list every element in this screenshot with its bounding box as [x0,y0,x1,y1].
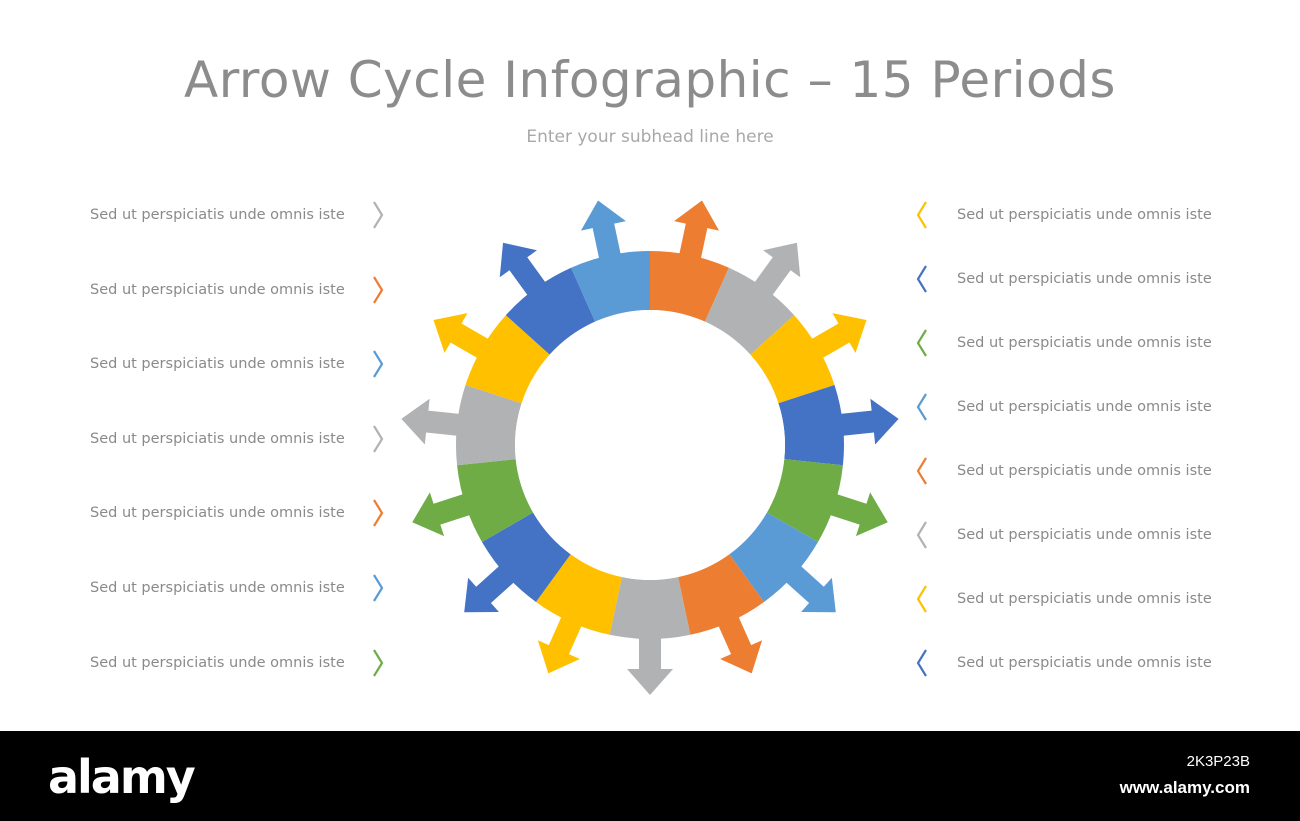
right-item-label: Sed ut perspiciatis unde omnis iste [957,271,1212,287]
ring-segment [465,315,550,404]
ring-segment [704,267,795,355]
ring-segment [457,459,534,542]
ring-segment [505,267,596,355]
right-item-label: Sed ut perspiciatis unde omnis iste [957,399,1212,415]
outward-arrow [751,242,801,300]
chevron-right-icon [371,275,385,305]
slide-title: Arrow Cycle Infographic – 15 Periods [184,51,1116,109]
left-item-label: Sed ut perspiciatis unde omnis iste [90,580,345,596]
ring-segment [678,554,765,635]
outward-arrow [807,313,867,361]
ring-segment [750,315,835,404]
image-code: 2K3P23B [1186,753,1250,770]
chevron-left-icon [915,392,929,422]
cycle-segment [499,242,596,355]
outward-arrow [835,398,899,445]
ring-segment [535,554,622,635]
outward-arrow [412,492,475,537]
left-item-label: Sed ut perspiciatis unde omnis iste [90,654,345,671]
cycle-segment [766,459,888,542]
outward-arrow [499,242,549,300]
outward-arrow [825,492,888,537]
chevron-left-icon [915,328,929,358]
cycle-segment [678,554,765,674]
cycle-segment [535,554,622,674]
left-item-label: Sed ut perspiciatis unde omnis iste [90,207,345,223]
outward-arrow [674,200,720,264]
slide-subhead: Enter your subhead line here [526,127,774,147]
ring-segment [481,512,571,602]
outward-arrow [716,612,763,674]
right-item-label: Sed ut perspiciatis unde omnis iste [957,207,1212,223]
cycle-center [515,310,785,580]
chevron-right-icon [371,200,385,230]
outward-arrow [464,562,518,613]
cycle-segment [729,512,836,613]
ring-segment [729,512,819,602]
cycle-segment [704,242,801,355]
chevron-left-icon [915,648,929,678]
watermark-bar: alamy 2K3P23B www.alamy.com [0,731,1300,821]
ring-segment [766,459,843,542]
right-item-label: Sed ut perspiciatis unde omnis iste [957,527,1212,543]
chevron-right-icon [371,498,385,528]
right-item-label: Sed ut perspiciatis unde omnis iste [957,591,1212,607]
cycle-segment [750,313,867,404]
left-item-label: Sed ut perspiciatis unde omnis iste [90,505,345,522]
chevron-right-icon [371,573,385,603]
chevron-right-icon [371,648,385,678]
outward-arrow [537,612,584,674]
cycle-segment [609,577,691,695]
ring-segment [609,577,691,639]
chevron-right-icon [371,349,385,379]
chevron-left-icon [915,584,929,614]
outward-arrow [627,633,673,695]
chevron-right-icon [371,424,385,454]
site-url: www.alamy.com [1119,778,1250,797]
right-item-label: Sed ut perspiciatis unde omnis iste [957,335,1212,351]
ring-segment [456,385,522,466]
cycle-segment [401,385,522,466]
cycle-segment [412,459,534,542]
outward-arrow [782,562,836,613]
left-item-label: Sed ut perspiciatis unde omnis iste [90,356,345,373]
ring-segment [571,251,650,322]
right-item-label: Sed ut perspiciatis unde omnis iste [957,655,1212,671]
arrow-cycle-diagram [401,200,899,695]
cycle-segment [571,200,650,322]
cycle-segment [464,512,571,613]
left-item-label: Sed ut perspiciatis unde omnis iste [90,281,345,298]
cycle-segment [433,313,550,404]
right-item-label: Sed ut perspiciatis unde omnis iste [957,463,1212,479]
left-item-label: Sed ut perspiciatis unde omnis iste [90,430,345,447]
slide: Arrow Cycle Infographic – 15 Periods Ent… [90,51,1212,695]
alamy-logo: alamy [48,750,196,804]
outward-arrow [580,200,626,264]
cycle-segment [778,385,899,466]
chevron-left-icon [915,520,929,550]
cycle-segment [650,200,729,322]
outward-arrow [401,398,465,445]
ring-segment [650,251,729,322]
chevron-left-icon [915,456,929,486]
chevron-left-icon [915,200,929,230]
ring-segment [778,385,844,466]
outward-arrow [433,313,493,361]
chevron-left-icon [915,264,929,294]
